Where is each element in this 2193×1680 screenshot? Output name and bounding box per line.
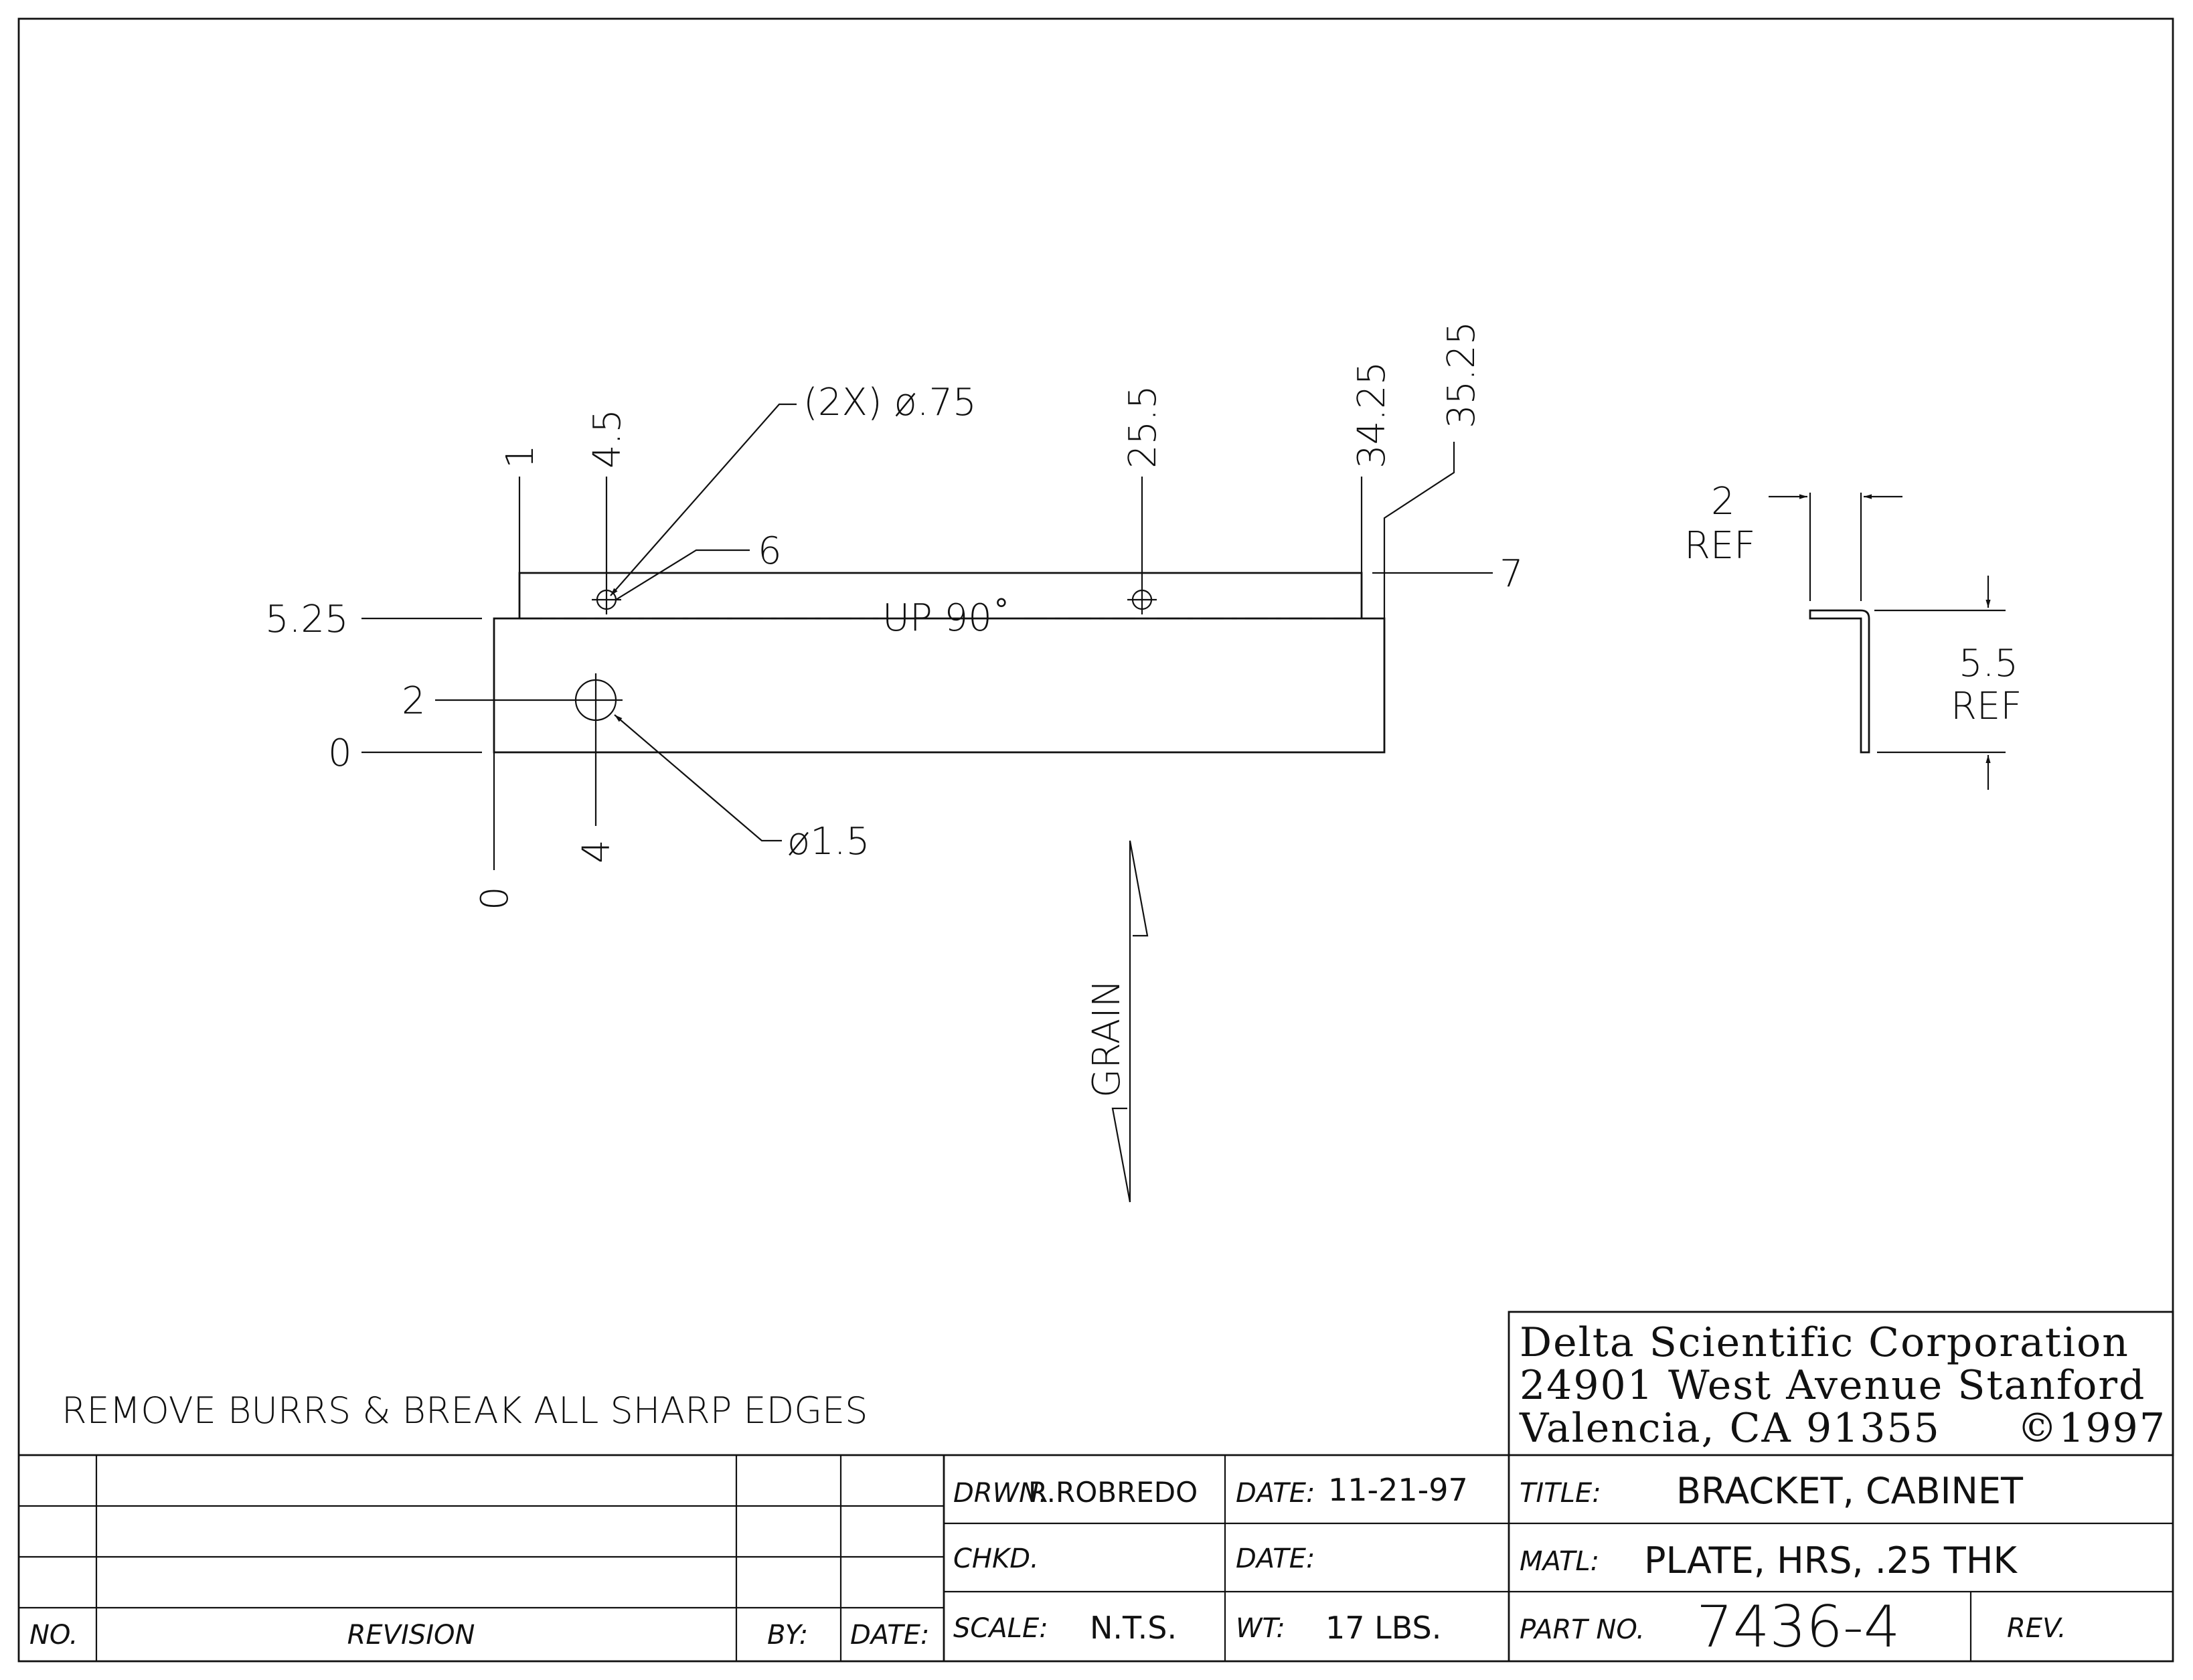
part-no-value: 7436-4 [1696,1594,1900,1661]
dim-x-34-25: 34.25 [1350,361,1394,469]
side-thickness-value: 2 [1711,480,1735,523]
part-no-label: PART NO. [1520,1614,1645,1645]
company-city: Valencia, CA 91355 [1519,1405,1941,1452]
drawn-label: DRWN. [953,1478,1048,1509]
bend-note: UP 90˚ [882,596,1011,640]
rev-label: REV. [2007,1613,2066,1644]
dim-x-1: 1 [499,444,542,469]
drawing-note: REMOVE BURRS & BREAK ALL SHARP EDGES [62,1390,868,1432]
dim-y-2: 2 [402,679,426,723]
material-value: PLATE, HRS, .25 THK [1644,1539,2018,1582]
dim-y-7: 7 [1499,552,1524,596]
weight-label: WT: [1236,1613,1285,1644]
checked-date-label: DATE: [1236,1543,1315,1574]
checked-label: CHKD. [953,1543,1039,1574]
leader-large-hole [614,714,782,842]
side-view: 2 REF 5.5 REF [1684,480,2022,790]
large-hole [569,673,623,727]
leader-small-holes [610,403,797,596]
material-label: MATL: [1520,1546,1599,1577]
scale-value: N.T.S. [1090,1610,1177,1646]
title-value: BRACKET, CABINET [1676,1470,2024,1512]
callout-small-holes: (2X) ø.75 [803,381,977,424]
side-height-ref: REF [1951,685,2022,728]
dim-y-0: 0 [328,732,352,775]
sheet-border [17,17,2174,1663]
side-height-value: 5.5 [1959,642,2018,685]
company-name: Delta Scientific Corporation [1520,1319,2129,1366]
drawn-by: R.ROBREDO [1028,1476,1198,1509]
dim-y-6: 6 [758,529,782,573]
dim-x-4-5: 4.5 [586,409,629,469]
part-outline [493,617,1386,754]
side-thickness-ref: REF [1684,524,1756,568]
revision-header-by: BY: [767,1620,808,1651]
date-value: 11-21-97 [1328,1472,1468,1508]
dim-y-5-25: 5.25 [265,598,349,641]
dim-x-0: 0 [473,886,517,910]
company-block: Delta Scientific Corporation 24901 West … [1508,1311,2174,1456]
company-street: 24901 West Avenue Stanford [1520,1362,2145,1409]
dim-x-4: 4 [575,839,619,863]
callout-large-hole: ø1.5 [787,820,870,863]
company-copyright: ©1997 [2017,1405,2166,1452]
flange-outline [518,572,1363,618]
revision-header-date: DATE: [850,1620,929,1651]
grain-arrow: GRAIN [1085,840,1149,1203]
grain-label: GRAIN [1085,979,1129,1098]
title-block: DRWN. R.ROBREDO DATE: 11-21-97 CHKD. DAT… [944,1455,2173,1661]
dim-x-35-25: 35.25 [1440,321,1483,428]
revision-header-revision: REVISION [347,1620,475,1651]
revision-block: NO. REVISION BY: DATE: [19,1454,1509,1661]
weight-value: 17 LBS. [1325,1610,1441,1646]
flat-pattern-view: UP 90˚ 0 1 4 4.5 25.5 34.25 [265,321,1524,910]
small-hole-right [1127,585,1157,614]
title-label: TITLE: [1520,1478,1601,1509]
dim-x-25-5: 25.5 [1121,385,1165,469]
date-label: DATE: [1236,1478,1315,1509]
scale-label: SCALE: [953,1613,1048,1644]
revision-header-no: NO. [29,1620,78,1651]
